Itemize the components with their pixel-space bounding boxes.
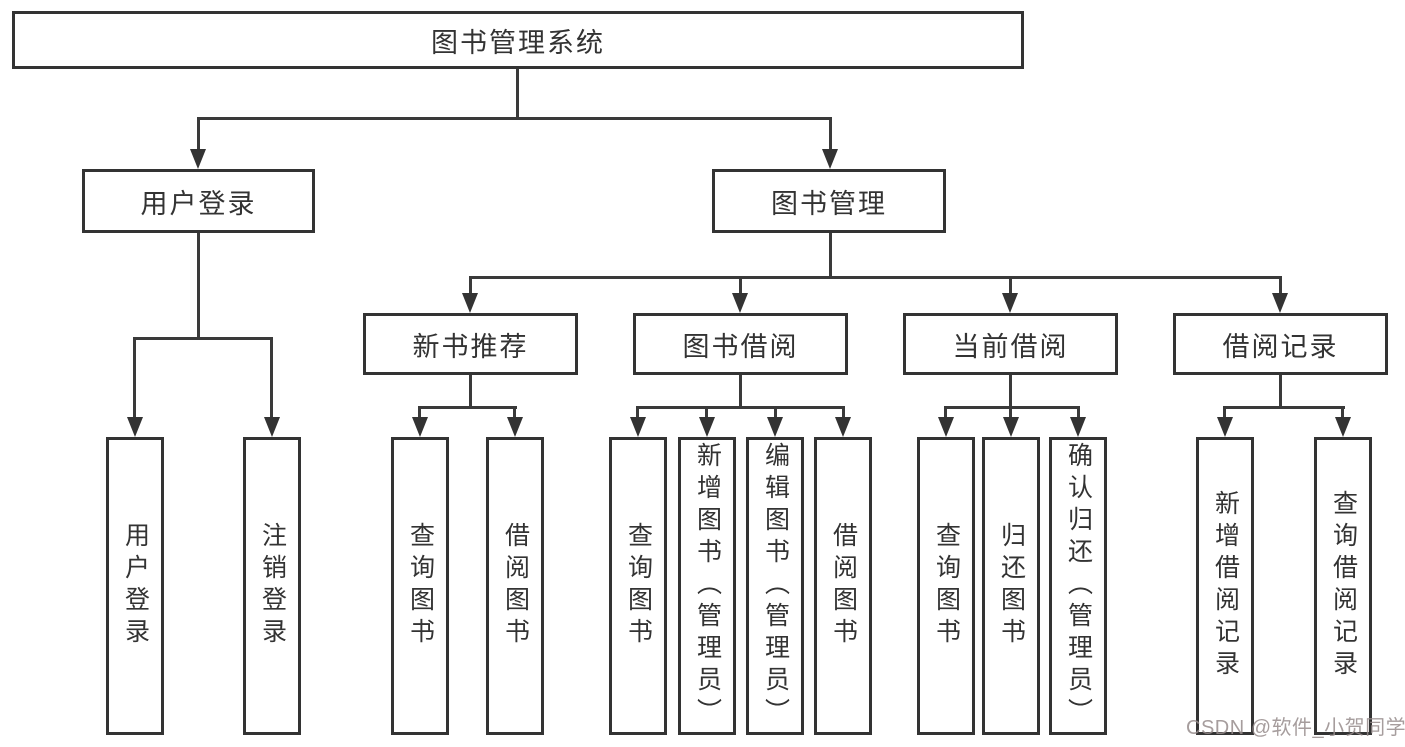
connector-line [1009,276,1012,295]
arrow-down-icon [938,417,954,437]
connector-line [1279,375,1282,408]
node-new-book-recommendation: 新书推荐 [363,313,578,375]
arrow-down-icon [835,417,851,437]
connector-line [944,406,1080,409]
connector-line [197,233,200,339]
connector-line [1009,375,1012,408]
node-book-management: 图书管理 [712,169,946,233]
arrow-down-icon [732,293,748,313]
node-root: 图书管理系统 [12,11,1024,69]
leaf-add-borrow-record: 新增借阅记录 [1196,437,1254,735]
arrow-down-icon [127,417,143,437]
connector-line [829,117,832,151]
connector-line [842,406,845,419]
connector-line [133,337,273,340]
connector-line [469,276,472,295]
connector-line [705,406,708,419]
node-borrowing-records: 借阅记录 [1173,313,1388,375]
arrow-down-icon [1070,417,1086,437]
connector-line [636,406,845,409]
connector-line [1223,406,1226,419]
connector-line [1077,406,1080,419]
connector-line [469,276,1281,279]
connector-line [829,233,832,279]
arrow-down-icon [822,149,838,169]
arrow-down-icon [190,149,206,169]
arrow-down-icon [1003,417,1019,437]
arrow-down-icon [767,417,783,437]
connector-line [516,69,519,119]
arrow-down-icon [1335,417,1351,437]
leaf-query-books-current: 查询图书 [917,437,975,735]
node-current-borrowing: 当前借阅 [903,313,1118,375]
arrow-down-icon [412,417,428,437]
leaf-add-books-admin: 新增图书（管理员） [678,437,736,735]
connector-line [1341,406,1344,419]
connector-line [197,117,200,151]
leaf-return-books: 归还图书 [982,437,1040,735]
node-book-borrowing: 图书借阅 [633,313,848,375]
watermark-text: CSDN @软件_小贺同学 [1186,717,1405,739]
arrow-down-icon [630,417,646,437]
leaf-query-books-recommend: 查询图书 [391,437,449,735]
arrow-down-icon [507,417,523,437]
connector-line [1009,406,1012,419]
connector-line [1279,276,1282,295]
connector-line [513,406,516,419]
leaf-confirm-return-admin: 确认归还（管理员） [1049,437,1107,735]
connector-line [418,406,517,409]
connector-line [469,375,472,408]
connector-line [1223,406,1345,409]
leaf-logout: 注销登录 [243,437,301,735]
leaf-borrow-books-recommend: 借阅图书 [486,437,544,735]
arrow-down-icon [1217,417,1233,437]
arrow-down-icon [1002,293,1018,313]
node-user-login: 用户登录 [82,169,315,233]
arrow-down-icon [462,293,478,313]
connector-line [270,337,273,419]
connector-line [197,117,832,120]
arrow-down-icon [699,417,715,437]
connector-line [774,406,777,419]
leaf-query-books-borrow: 查询图书 [609,437,667,735]
connector-line [636,406,639,419]
leaf-user-login: 用户登录 [106,437,164,735]
leaf-query-borrow-record: 查询借阅记录 [1314,437,1372,735]
connector-line [739,276,742,295]
arrow-down-icon [1272,293,1288,313]
leaf-edit-books-admin: 编辑图书（管理员） [746,437,804,735]
connector-line [418,406,421,419]
connector-line [944,406,947,419]
connector-line [133,337,136,419]
arrow-down-icon [264,417,280,437]
leaf-borrow-books: 借阅图书 [814,437,872,735]
connector-line [739,375,742,408]
